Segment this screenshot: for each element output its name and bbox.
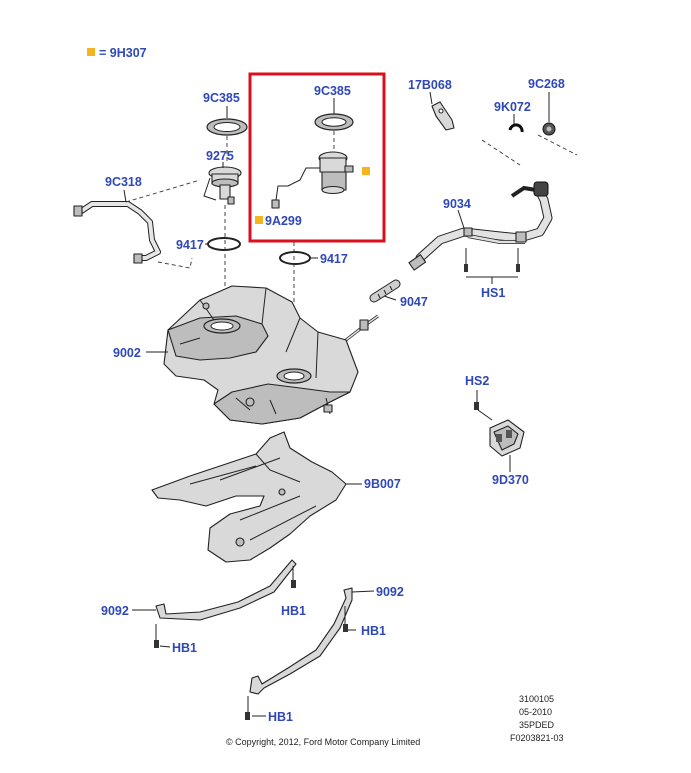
label-9047: 9047	[400, 295, 428, 309]
bracket-9d370	[489, 419, 525, 457]
gasket-right	[314, 113, 354, 131]
bolt-icon	[343, 624, 348, 632]
label-9002: 9002	[113, 346, 141, 360]
leader-line	[383, 295, 397, 301]
label-hb1-bottom: HB1	[268, 710, 293, 724]
label-9034: 9034	[443, 197, 471, 211]
gasket-left	[206, 118, 248, 136]
legend-text: = 9H307	[99, 46, 147, 60]
label-hs2: HS2	[465, 374, 489, 388]
label-9092-right: 9092	[376, 585, 404, 599]
label-9275: 9275	[206, 149, 234, 163]
label-9c268: 9C268	[528, 77, 565, 91]
nut-9c268	[542, 122, 556, 136]
highlight-box	[248, 72, 386, 243]
strap-9092-right	[249, 587, 353, 695]
stamp-line-1: 3100105	[519, 694, 554, 704]
fuel-pump-module	[271, 151, 354, 209]
label-9c318: 9C318	[105, 175, 142, 189]
label-9c385-left: 9C385	[203, 91, 240, 105]
label-9417-right: 9417	[320, 252, 348, 266]
square-marker-icon	[255, 216, 263, 224]
label-9d370: 9D370	[492, 473, 529, 487]
leader-line	[351, 590, 375, 593]
lock-ring-left	[207, 237, 241, 251]
fuel-sender-9275	[203, 166, 242, 205]
label-17b068: 17B068	[408, 78, 452, 92]
leader-line	[429, 91, 433, 105]
label-hs1-top: HS1	[481, 286, 505, 300]
clip-9k072	[508, 123, 524, 133]
copyright-text: © Copyright, 2012, Ford Motor Company Li…	[226, 737, 420, 747]
label-hb1-right: HB1	[361, 624, 386, 638]
heat-shield-9b007	[151, 431, 347, 563]
strap-9092-left	[155, 559, 297, 621]
stamp-line-3: 35PDED	[519, 720, 555, 730]
screw-icon	[474, 402, 479, 410]
label-9092-left: 9092	[101, 604, 129, 618]
leader-line	[457, 209, 465, 229]
bolt-icon	[245, 712, 250, 720]
leader-line	[159, 645, 171, 648]
crossover-tube-9c318	[73, 179, 201, 269]
filler-pipe-9034	[408, 181, 553, 271]
leader-dashed	[481, 139, 521, 166]
label-9b007: 9B007	[364, 477, 401, 491]
label-9417-left: 9417	[176, 238, 204, 252]
stamp-line-4: F0203821-03	[510, 733, 564, 743]
lock-ring-right	[279, 251, 311, 265]
fuel-tank-9002	[163, 285, 359, 425]
bolt-icon	[154, 640, 159, 648]
screw-icon	[464, 264, 468, 272]
screw-icon	[516, 264, 520, 272]
label-9c385-right: 9C385	[314, 84, 351, 98]
label-9a299: 9A299	[265, 214, 302, 228]
square-marker-icon	[362, 167, 370, 175]
leader-line	[123, 189, 127, 203]
stamp-line-2: 05-2010	[519, 707, 552, 717]
bracket-17b068	[431, 101, 455, 131]
leader-dashed	[537, 134, 578, 156]
label-hb1-mid: HB1	[281, 604, 306, 618]
square-marker-icon	[87, 48, 95, 56]
hose-9047	[369, 279, 401, 303]
label-9k072: 9K072	[494, 100, 531, 114]
leader-line	[477, 409, 493, 421]
label-hb1-left: HB1	[172, 641, 197, 655]
bolt-icon	[291, 580, 296, 588]
